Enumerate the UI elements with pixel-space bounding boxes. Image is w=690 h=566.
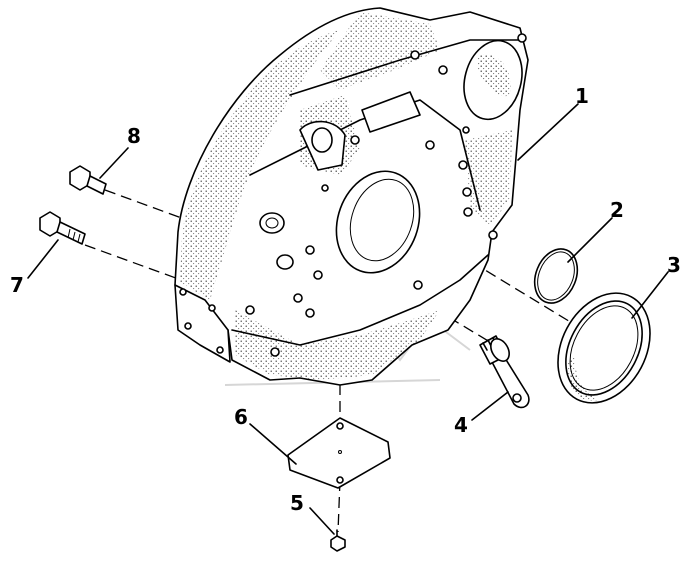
callout-1: 1 [575,84,589,108]
callout-2: 2 [610,198,624,222]
callout-4: 4 [454,413,468,437]
callout-labels: 1 2 3 4 5 6 7 8 [10,84,681,515]
leader-lines [27,103,669,535]
callout-3: 3 [667,253,681,277]
timing-pin-plug [479,335,530,409]
flywheel-housing [174,7,529,386]
callout-6: 6 [234,405,248,429]
short-bolt [69,165,107,195]
long-bolt [39,211,86,245]
callout-7: 7 [10,273,24,297]
o-ring [533,248,579,304]
rear-oil-seal [557,292,651,404]
cover-plate [287,417,391,489]
callout-8: 8 [127,124,141,148]
screw [330,529,346,552]
callout-5: 5 [290,491,304,515]
